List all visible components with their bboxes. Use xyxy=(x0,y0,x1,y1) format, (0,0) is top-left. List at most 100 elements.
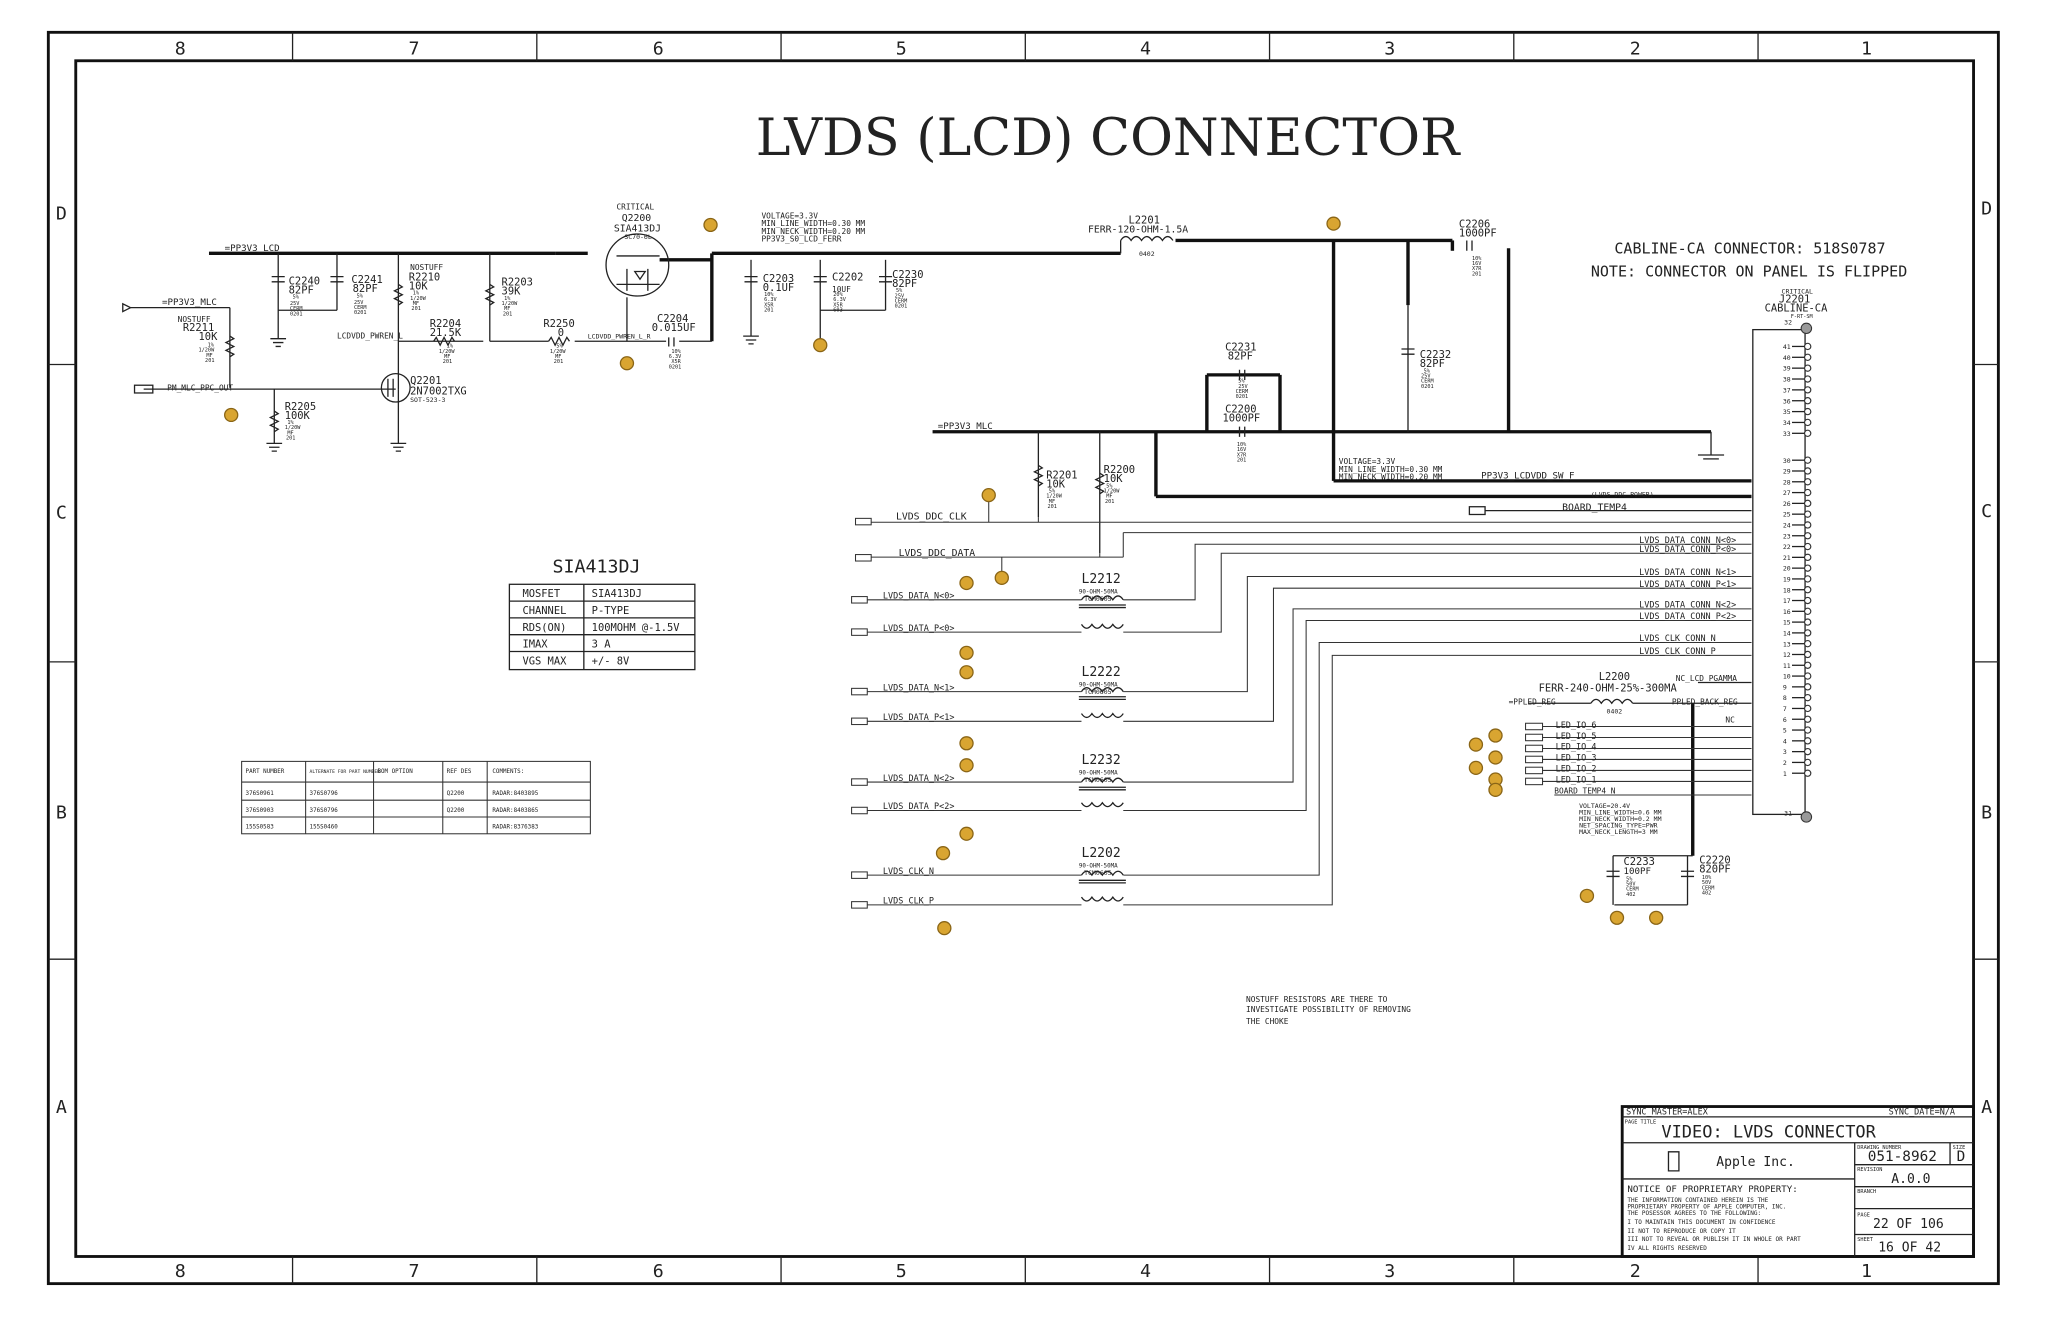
connector-pin-pad xyxy=(1803,564,1812,572)
off-page-connector xyxy=(851,806,868,815)
component-package: 0402 xyxy=(1607,708,1623,716)
bom-cell: 376S0903 xyxy=(246,808,275,814)
component-ref: C2240 xyxy=(289,275,320,287)
test-point xyxy=(224,407,239,423)
component-spec: 201 xyxy=(764,308,773,314)
component-value: 100K xyxy=(285,410,311,422)
net-label: PPLED_BACK_REG xyxy=(1672,698,1738,707)
net-label: PP3V3_LCDVDD_SW_F xyxy=(1481,471,1574,481)
connector-pin-pad xyxy=(1803,456,1812,464)
connector-pin-pad xyxy=(1803,661,1812,669)
component-spec: CERM xyxy=(895,299,908,305)
voltage-note: MIN_LINE_WIDTH=0.30 MM xyxy=(761,219,865,228)
component-spec: 201 xyxy=(286,436,295,442)
connector-pin-pad xyxy=(1803,532,1812,540)
component-value: 90-OHM-50MA xyxy=(1079,589,1118,595)
connector-pin-number: 20 xyxy=(1783,565,1791,573)
component-value: 82PF xyxy=(353,283,378,295)
flipped-note: NOTE: CONNECTOR ON PANEL IS FLIPPED xyxy=(1591,263,1907,281)
off-page-connector xyxy=(851,871,868,879)
component-spec: 1/20W xyxy=(1104,489,1121,495)
off-page-connector xyxy=(1525,733,1544,742)
component-spec: 16V xyxy=(1472,261,1481,267)
component-spec: 10% xyxy=(1237,442,1247,448)
bom-cell: 155S0460 xyxy=(310,825,339,831)
connector-pin-number: 7 xyxy=(1783,705,1787,713)
connector-pin-number: 28 xyxy=(1783,478,1791,486)
component-ref: R2210 xyxy=(409,272,440,284)
led-io-net: LED_IO_2 xyxy=(1556,764,1597,774)
revision-label: REVISION xyxy=(1857,1167,1882,1173)
page-title-label: PAGE TITLE xyxy=(1625,1119,1656,1125)
net-label: PM_MLC_PPC_OUT xyxy=(167,383,233,392)
component-value: 0.015UF xyxy=(652,322,696,334)
component-spec: MF xyxy=(1106,494,1112,500)
connector-pin-number: 34 xyxy=(1783,419,1791,427)
connector-pin-number: 9 xyxy=(1783,683,1787,691)
net-label: =PP3V3_MLC xyxy=(162,298,217,308)
connector-pin-number: 37 xyxy=(1783,386,1791,394)
notice-line: I TO MAINTAIN THIS DOCUMENT IN CONFIDENC… xyxy=(1627,1219,1776,1226)
connector-pin-number: 29 xyxy=(1783,468,1791,476)
test-point xyxy=(959,736,974,751)
voltage-note: NET_SPACING_TYPE=PWR xyxy=(1579,821,1658,829)
col-label-top: 2 xyxy=(1630,38,1641,59)
connector-pin-pad xyxy=(1803,407,1812,416)
component-spec: 6.3V xyxy=(764,297,777,303)
component-value: 90-OHM-50MA xyxy=(1079,863,1118,869)
component-spec: 25V xyxy=(1238,384,1247,390)
q2200-mosfet: CRITICAL Q2200 SIA413DJ SC70-6L xyxy=(605,202,670,297)
component-ref: C2202 xyxy=(832,272,863,284)
sheet-frame: 8 7 6 5 4 3 2 1 8 7 6 5 4 3 2 1 D C B A … xyxy=(46,30,2000,1286)
connector-pin-pad xyxy=(1803,553,1812,562)
input-net: LVDS_DDC_CLK xyxy=(896,512,967,523)
bom-cell: 376S0961 xyxy=(246,791,275,797)
connector-pin-pad xyxy=(1803,769,1812,777)
choke-coil xyxy=(1080,687,1124,693)
test-point xyxy=(959,826,974,841)
connector-signal: LVDS_DATA_CONN_N<2> xyxy=(1639,600,1736,610)
component-ref: R2204 xyxy=(430,318,461,330)
input-net: LVDS_DDC_DATA xyxy=(899,548,976,559)
component-spec: 1/20W xyxy=(439,349,456,355)
connector-pin-pad xyxy=(1803,715,1812,723)
notice-line: THE INFORMATION CONTAINED HEREIN IS THE xyxy=(1627,1197,1768,1204)
component-ref: C2231 xyxy=(1225,341,1256,353)
connector-pin-pad xyxy=(1803,575,1812,583)
connector-pin-number: 38 xyxy=(1783,376,1791,384)
off-page-connector xyxy=(1525,744,1544,753)
connector-pin-number: 35 xyxy=(1783,408,1791,416)
col-label-bottom: 1 xyxy=(1861,1261,1872,1282)
connector-signal: LVDS_DATA_CONN_N<0> xyxy=(1639,535,1736,545)
connector-pin-number: 24 xyxy=(1783,522,1791,530)
bom-cell: RADAR:8403865 xyxy=(492,808,538,814)
connector-pin-number: 30 xyxy=(1783,457,1791,465)
component-spec: 1/20W xyxy=(550,349,567,355)
component-spec: 5% xyxy=(293,295,300,301)
test-point xyxy=(619,356,635,371)
component-critical: CRITICAL xyxy=(1782,287,1813,295)
off-page-connector xyxy=(1525,777,1544,786)
component-spec: 1/20W xyxy=(410,296,427,302)
connector-pin-pad xyxy=(1803,629,1812,637)
col-label-bottom: 6 xyxy=(653,1261,664,1282)
connector-pin-pad xyxy=(1803,342,1812,351)
component-ref: R2250 xyxy=(543,318,574,330)
component-value: 39K xyxy=(502,286,522,298)
test-point xyxy=(1468,760,1484,775)
spec-cell: CHANNEL xyxy=(522,605,566,617)
component-value: 1000PF xyxy=(1223,412,1261,424)
connector-pin-number: 4 xyxy=(1783,737,1787,745)
voltage-note: VOLTAGE=20.4V xyxy=(1579,802,1630,810)
component-spec: MF xyxy=(1049,499,1055,505)
component-spec: 10% xyxy=(1702,875,1712,881)
choke-coil xyxy=(1080,895,1124,902)
input-net: LVDS_DATA_P<1> xyxy=(883,712,954,722)
component-spec: 201 xyxy=(1237,458,1246,464)
component-spec: CERM xyxy=(354,305,367,311)
connector-pin-pad xyxy=(1803,521,1812,529)
connector-pin-number: 18 xyxy=(1783,586,1791,594)
component-value: 90-OHM-50MA xyxy=(1079,770,1118,776)
page-title: LVDS (LCD) CONNECTOR xyxy=(756,108,1462,168)
connector-pin-number: 21 xyxy=(1783,554,1791,562)
